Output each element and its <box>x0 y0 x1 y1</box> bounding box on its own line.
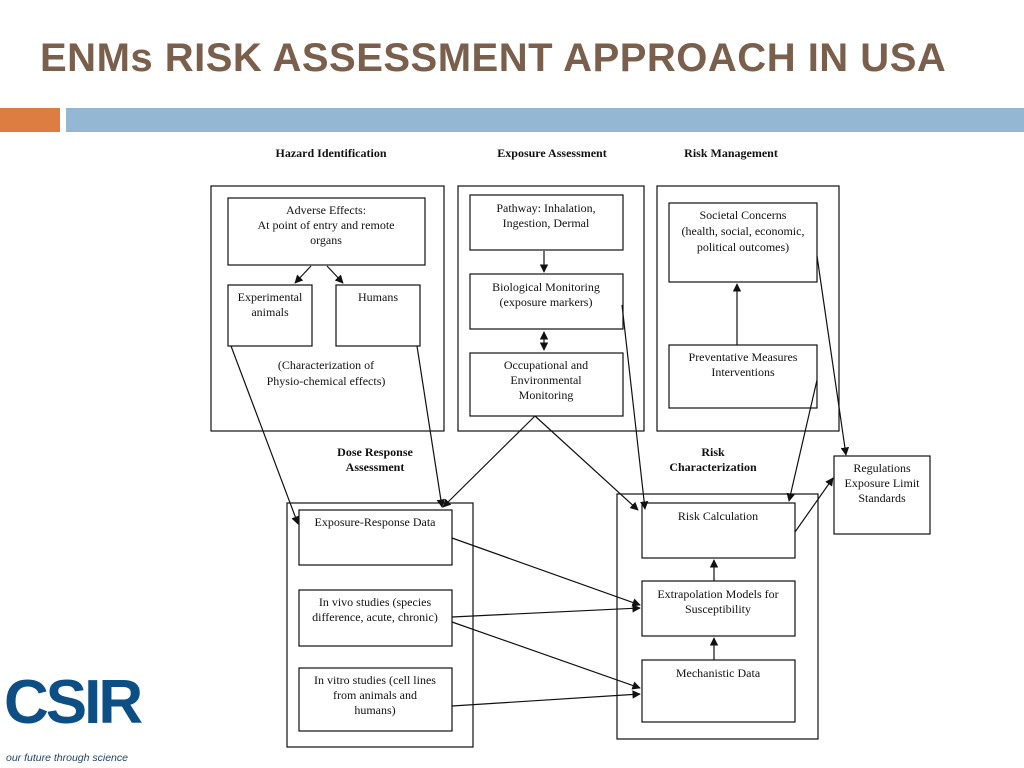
occupational-monitoring-text-line: Environmental <box>510 373 582 387</box>
occupational-monitoring-box <box>469 352 624 417</box>
arrow-occupational-to-exposure-response <box>442 415 536 508</box>
accent-bar-blue <box>66 108 1024 132</box>
risk-calculation-box <box>641 502 796 559</box>
invitro-text-line: from animals and <box>333 688 417 702</box>
arrow-adverse-to-humans <box>326 265 344 284</box>
exposure-response-text-line: Exposure-Response Data <box>315 515 437 529</box>
societal-concerns-text: Societal Concerns (health, social, econom… <box>682 208 805 254</box>
header-hazard-identification: Hazard Identification <box>276 146 387 160</box>
exposure-response-text: Exposure-Response Data <box>315 515 437 529</box>
invitro-text-line: humans) <box>354 703 395 717</box>
regulations-box <box>833 455 931 535</box>
accent-bar-orange <box>0 108 60 132</box>
pathway-text: Pathway: Inhalation,Ingestion, Dermal <box>496 201 595 230</box>
occupational-monitoring-text-line: Monitoring <box>519 388 574 402</box>
header-exposure-assessment: Exposure Assessment <box>497 146 606 160</box>
societal-concerns-text-line: Societal Concerns <box>700 208 787 222</box>
invitro-text-line: In vitro studies (cell lines <box>314 673 436 687</box>
extrapolation-box <box>641 580 796 637</box>
header-risk-characterization-line: Characterization <box>669 460 757 474</box>
preventative-measures-text-line: Interventions <box>711 365 775 379</box>
regulations-text-line: Standards <box>858 491 906 505</box>
preventative-measures-box <box>668 344 818 409</box>
adverse-effects-text-line: organs <box>310 233 342 247</box>
physio-chemical-text-line: (Characterization of <box>278 358 374 372</box>
experimental-animals-box <box>227 284 313 347</box>
societal-concerns-text-line: political outcomes) <box>697 240 789 254</box>
regulations-text-line: Exposure Limit <box>845 476 921 490</box>
mechanistic-data-text-line: Mechanistic Data <box>676 666 761 680</box>
header-risk-characterization-line: Risk <box>701 445 725 459</box>
adverse-effects-box <box>227 197 426 266</box>
arrow-adverse-to-animals <box>294 265 312 284</box>
invivo-text-line: In vivo studies (species <box>319 595 432 609</box>
experimental-animals-text-line: animals <box>251 305 289 319</box>
adverse-effects-text-line: Adverse Effects: <box>286 203 366 217</box>
arrow-societal-to-regulations <box>816 255 850 456</box>
pathway-text-line: Pathway: Inhalation, <box>496 201 595 215</box>
occupational-monitoring-text-line: Occupational and <box>504 358 588 372</box>
arrow-management-to-risk-calculation <box>786 379 818 502</box>
biological-monitoring-text-line: (exposure markers) <box>500 295 593 309</box>
logo-tagline: our future through science <box>6 752 128 764</box>
regulations-text-line: Regulations <box>853 461 911 475</box>
csir-logo: CSIR our future through science <box>4 668 154 768</box>
exposure-response-box <box>298 509 453 566</box>
societal-concerns-box <box>668 202 818 283</box>
preventative-measures-text-line: Preventative Measures <box>689 350 798 364</box>
physio-chemical-text-line: Physio-chemical effects) <box>267 374 386 388</box>
humans-text: Humans <box>358 290 398 304</box>
arrow-occupational-to-risk-calculation <box>534 415 639 511</box>
arrow-invitro-to-mechanistic <box>451 690 641 707</box>
humans-box <box>335 284 421 347</box>
mechanistic-data-box <box>641 659 796 723</box>
arrow-invivo-to-extrapolation <box>451 604 641 618</box>
humans-text-line: Humans <box>358 290 398 304</box>
physio-chemical-text: (Characterization of Physio-chemical effe… <box>267 358 386 388</box>
arrow-biomonitoring-to-risk-calculation <box>621 304 649 510</box>
risk-calculation-text: Risk Calculation <box>678 509 758 523</box>
biological-monitoring-text-line: Biological Monitoring <box>492 280 600 294</box>
arrow-invivo-to-mechanistic <box>451 621 641 690</box>
header-risk-management: Risk Management <box>684 146 778 160</box>
risk-calculation-text-line: Risk Calculation <box>678 509 758 523</box>
arrow-risk-calculation-to-regulations <box>794 477 834 533</box>
pathway-text-line: Ingestion, Dermal <box>503 216 590 230</box>
extrapolation-text-line: Extrapolation Models for <box>657 587 778 601</box>
biological-monitoring-text: Biological Monitoring(exposure markers) <box>492 280 600 309</box>
invivo-box <box>298 589 453 647</box>
extrapolation-text-line: Susceptibility <box>685 602 751 616</box>
header-dose-response-line: Dose Response <box>337 445 413 459</box>
arrow-animals-to-exposure-response <box>230 345 300 525</box>
experimental-animals-text-line: Experimental <box>238 290 303 304</box>
arrow-humans-to-exposure-response <box>416 345 445 508</box>
mechanistic-data-text: Mechanistic Data <box>676 666 761 680</box>
invivo-text-line: difference, acute, chronic) <box>312 610 438 624</box>
arrow-exposure-response-to-extrapolation <box>451 537 641 607</box>
adverse-effects-text-line: At point of entry and remote <box>258 218 395 232</box>
biological-monitoring-box <box>469 273 624 330</box>
logo-wordmark: CSIR <box>4 668 143 737</box>
header-dose-response-line: Assessment <box>346 460 405 474</box>
slide-title: ENMs RISK ASSESSMENT APPROACH IN USA <box>40 36 947 80</box>
invitro-box <box>298 667 453 732</box>
societal-concerns-text-line: (health, social, economic, <box>682 224 805 238</box>
adverse-effects-text: Adverse Effects:At point of entry and re… <box>258 203 395 247</box>
pathway-box <box>469 194 624 251</box>
